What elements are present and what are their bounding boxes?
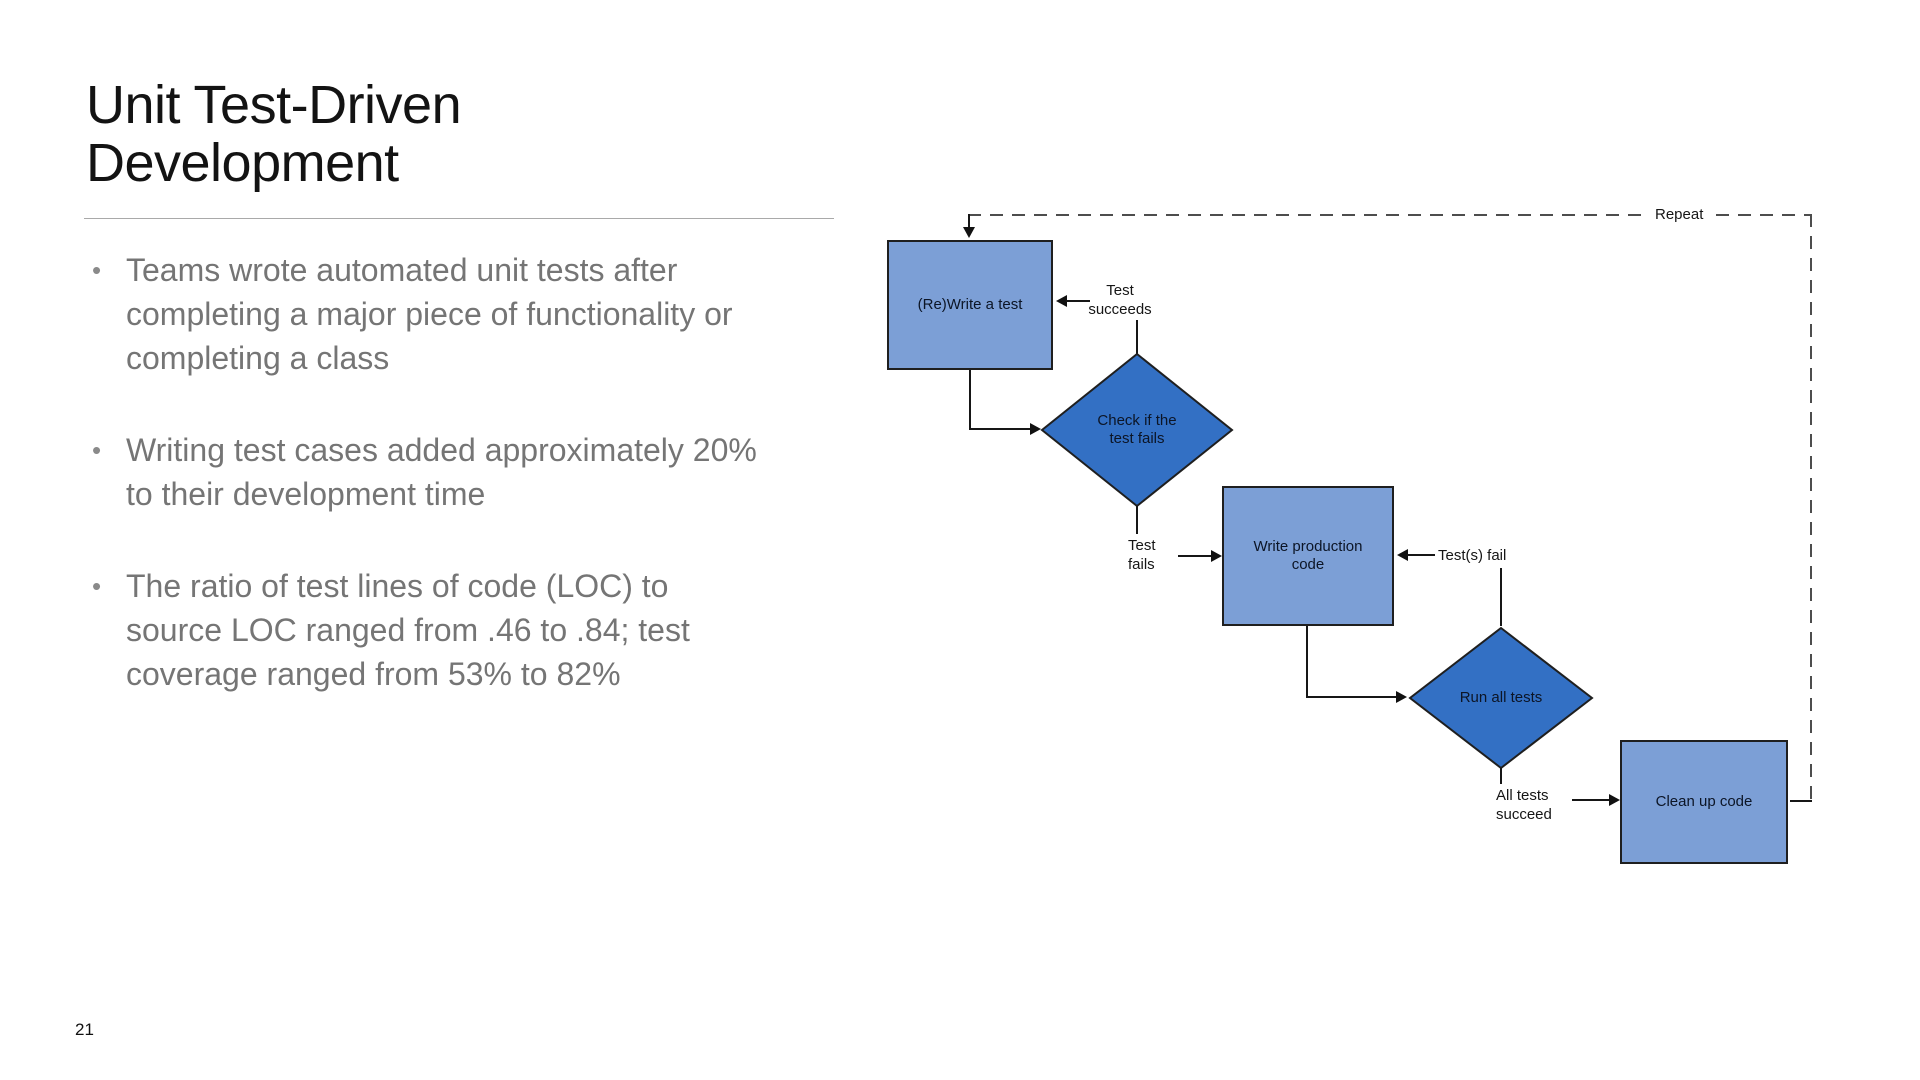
edge-label-test-fails: Test fails [1128,537,1156,573]
arrowhead-left-icon [1397,549,1408,561]
bullet-item: The ratio of test lines of code (LOC) to… [88,564,908,696]
title-divider [84,218,834,219]
page-number: 21 [75,1020,94,1039]
process-box-write-test: (Re)Write a test [887,240,1053,370]
decision-label: Run all tests [1459,689,1543,706]
diamond-shape [1408,626,1594,770]
arrowhead-right-icon [1211,550,1222,562]
decision-diamond-run-tests: Run all tests [1408,626,1594,770]
edge-label-tests-fail: Test(s) fail [1438,547,1507,564]
connector-line [968,214,970,228]
process-box-write-code: Write production code [1222,486,1394,626]
connector-line [1136,506,1138,534]
connector-line [969,428,1031,430]
bullet-list: Teams wrote automated unit tests after c… [88,248,908,744]
connector-line [1307,696,1397,698]
connector-line [1500,768,1502,784]
arrowhead-left-icon [1056,295,1067,307]
arrowhead-right-icon [1609,794,1620,806]
bullet-item: Writing test cases added approximately 2… [88,428,908,516]
connector-line [1790,800,1812,802]
connector-line [1572,799,1610,801]
repeat-loop-right-dashed-line [1810,214,1812,802]
connector-line [1500,568,1502,626]
repeat-label: Repeat [1650,205,1709,225]
process-box-cleanup: Clean up code [1620,740,1788,864]
connector-line [1136,320,1138,354]
edge-label-test-succeeds: Test succeeds [1088,282,1152,318]
connector-line [969,370,971,430]
connector-line [1066,300,1090,302]
connector-line [1306,626,1308,698]
arrowhead-right-icon [1396,691,1407,703]
diamond-shape [1040,352,1234,508]
connector-line [1407,554,1435,556]
bullet-item: Teams wrote automated unit tests after c… [88,248,908,380]
slide-title: Unit Test-Driven Development [86,75,462,194]
connector-line [1178,555,1212,557]
arrowhead-down-icon [963,227,975,238]
edge-label-all-tests-succeed: All tests succeed [1496,787,1552,823]
repeat-loop-top-dashed-line [968,214,1812,216]
arrowhead-right-icon [1030,423,1041,435]
decision-diamond-check-fail: Check if the test fails [1040,352,1234,508]
decision-label: Check if the test fails [1097,412,1177,447]
